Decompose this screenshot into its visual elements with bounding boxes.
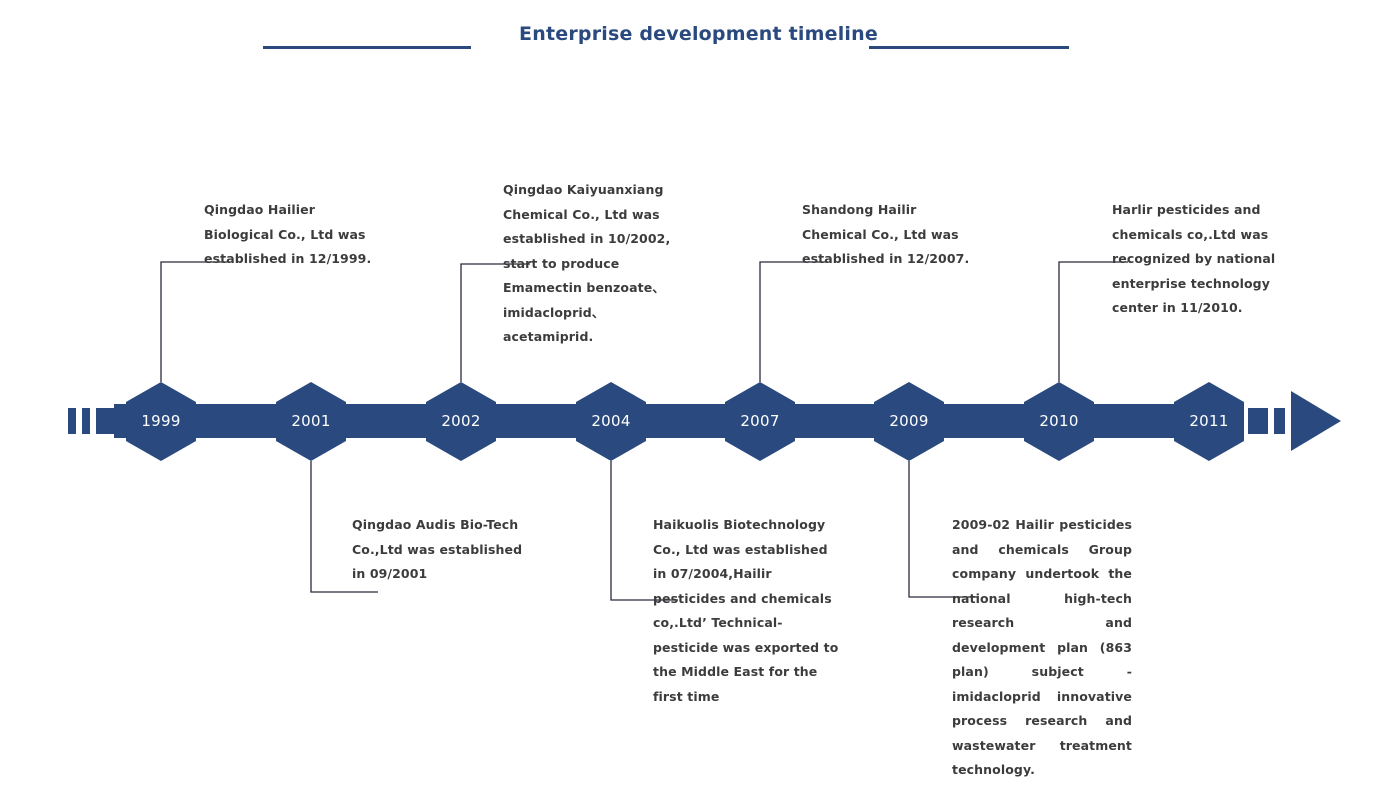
timeline-left-dashes bbox=[68, 408, 114, 434]
timeline-arrow-head bbox=[1291, 391, 1341, 451]
timeline-right-dashes bbox=[1248, 408, 1285, 434]
marker-hexagon-1999[interactable] bbox=[126, 382, 196, 461]
title-rule-left bbox=[263, 46, 471, 49]
event-text-2007: Shandong Hailir Chemical Co., Ltd was es… bbox=[802, 202, 970, 266]
connector-2004 bbox=[610, 461, 678, 601]
event-text-2002: Qingdao Kaiyuanxiang Chemical Co., Ltd w… bbox=[503, 182, 671, 344]
event-text-1999: Qingdao Hailier Biological Co., Ltd was … bbox=[204, 202, 372, 266]
marker-hexagon-2010[interactable] bbox=[1024, 382, 1094, 461]
event-text-2010: Harlir pesticides and chemicals co,.Ltd … bbox=[1112, 202, 1276, 315]
connector-2010 bbox=[1058, 261, 1128, 382]
marker-hexagon-2009[interactable] bbox=[874, 382, 944, 461]
marker-hexagon-2001[interactable] bbox=[276, 382, 346, 461]
page-header: Enterprise development timeline bbox=[0, 0, 1397, 70]
connector-2002 bbox=[460, 263, 530, 382]
event-text-2004: Haikuolis Biotechnology Co., Ltd was est… bbox=[653, 517, 839, 704]
marker-hexagon-2011[interactable] bbox=[1174, 382, 1244, 461]
connector-2007 bbox=[759, 261, 828, 382]
connector-2009 bbox=[908, 461, 977, 598]
marker-hexagon-2002[interactable] bbox=[426, 382, 496, 461]
marker-hexagon-2007[interactable] bbox=[725, 382, 795, 461]
marker-hexagon-2004[interactable] bbox=[576, 382, 646, 461]
page-title: Enterprise development timeline bbox=[519, 23, 878, 45]
title-rule-right bbox=[869, 46, 1069, 49]
connector-2001 bbox=[310, 461, 378, 593]
event-text-2009: 2009-02 Hailir pesticides and chemicals … bbox=[952, 517, 1132, 777]
event-text-2001: Qingdao Audis Bio-Tech Co.,Ltd was estab… bbox=[352, 517, 523, 581]
connector-1999 bbox=[160, 261, 230, 382]
